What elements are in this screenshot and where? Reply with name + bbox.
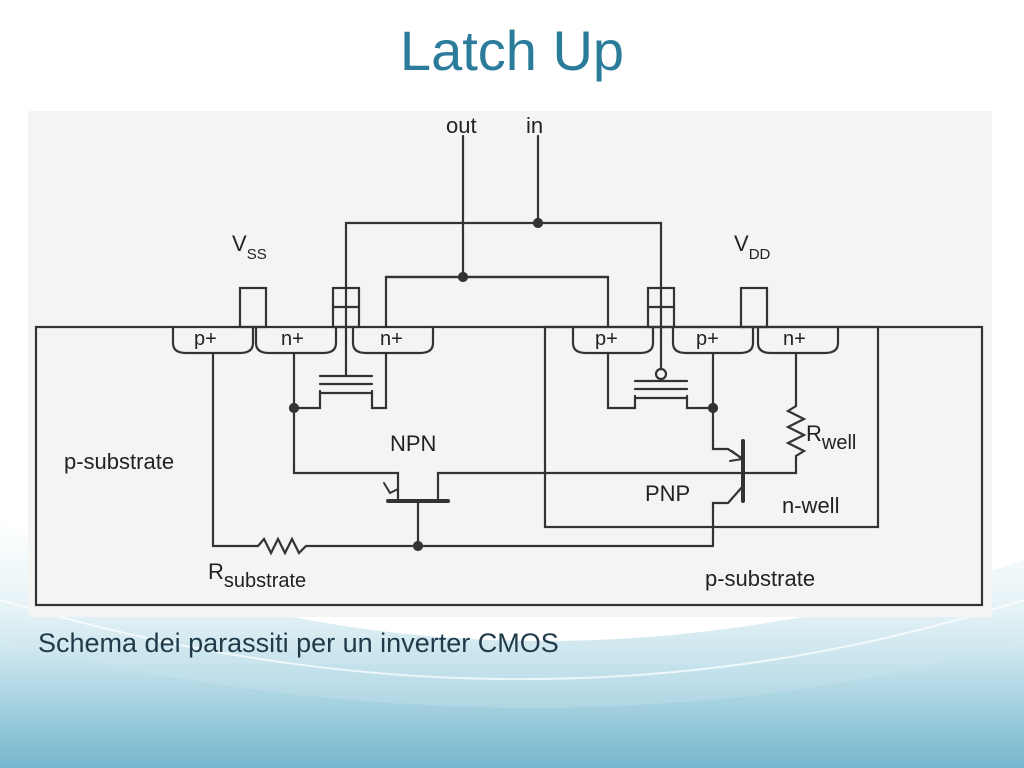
psub-left-label: p-substrate	[64, 449, 174, 474]
rsubstrate-resistor	[211, 351, 715, 556]
pnp-label: PNP	[645, 481, 690, 506]
n-plus-1-label: n+	[281, 328, 304, 350]
n-well-region	[543, 325, 880, 529]
wiring	[344, 134, 663, 329]
vdd-label: VDD	[734, 231, 771, 263]
diffusions	[171, 325, 840, 355]
rsub-label: Rsubstrate	[208, 559, 306, 592]
figure-caption: Schema dei parassiti per un inverter CMO…	[38, 628, 559, 658]
n-plus-2-label: n+	[380, 328, 403, 350]
rwell-label: Rwell	[806, 421, 856, 454]
p-plus-3-label: p+	[696, 328, 719, 350]
p-plus-1-label: p+	[194, 328, 217, 350]
slide-title: Latch Up	[399, 19, 625, 82]
psub-right-label: p-substrate	[705, 566, 815, 591]
npn-label: NPN	[390, 431, 436, 456]
nmos-transistor	[292, 325, 388, 410]
rwell-resistor	[741, 351, 807, 475]
latchup-diagram: out in VSS VDD p+ n+ n+ p+ p+ n+ NPN PNP…	[28, 111, 992, 617]
substrate-outline	[34, 325, 984, 607]
pnp-transistor	[711, 406, 745, 548]
in-node	[532, 217, 544, 229]
p-plus-2-label: p+	[595, 328, 618, 350]
out-label: out	[446, 113, 477, 138]
vss-label: VSS	[232, 231, 267, 263]
out-node	[457, 271, 469, 283]
vdd-contact	[739, 286, 769, 329]
npn-transistor	[292, 406, 745, 548]
in-label: in	[526, 113, 543, 138]
vss-contact	[238, 286, 268, 329]
pmos-transistor	[606, 325, 715, 410]
nwell-label: n-well	[782, 493, 839, 518]
n-plus-3-label: n+	[783, 328, 806, 350]
